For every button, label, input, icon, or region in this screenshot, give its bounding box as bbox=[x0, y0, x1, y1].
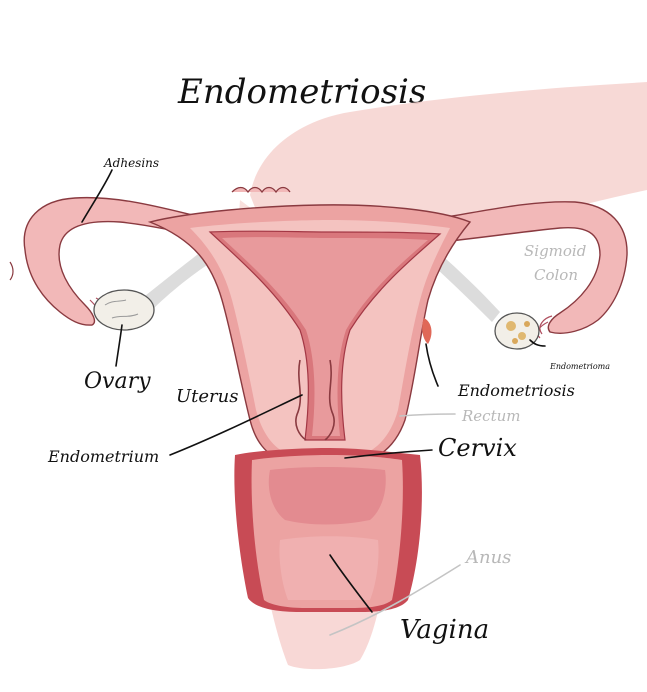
label-adhesions: Adhesins bbox=[103, 156, 159, 170]
label-endometrioma: Endometrioma bbox=[549, 362, 610, 371]
cervix-vagina bbox=[234, 448, 422, 612]
label-endometrium: Endometrium bbox=[47, 447, 159, 466]
label-colon: Colon bbox=[534, 266, 578, 284]
label-anus: Anus bbox=[464, 547, 511, 568]
label-uterus: Uterus bbox=[176, 386, 239, 407]
label-vagina: Vagina bbox=[400, 615, 489, 645]
label-rectum: Rectum bbox=[461, 407, 520, 425]
endometriosis-lesion bbox=[422, 318, 431, 344]
label-endometriosis: Endometriosis bbox=[457, 381, 575, 400]
label-cervix: Cervix bbox=[438, 434, 517, 462]
label-sigmoid: Sigmoid bbox=[524, 242, 586, 260]
label-ovary: Ovary bbox=[84, 369, 151, 394]
right-ovary bbox=[495, 313, 539, 349]
left-ovary bbox=[94, 290, 154, 330]
